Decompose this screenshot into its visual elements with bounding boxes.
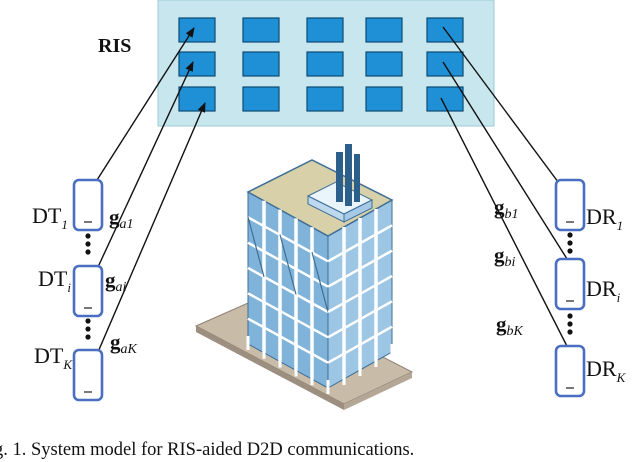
building-icon (194, 144, 414, 410)
figure-caption: g. 1. System model for RIS-aided D2D com… (0, 440, 414, 460)
rooftop-unit-side (343, 199, 373, 223)
channel-label-bk: gbK (496, 312, 524, 339)
rx-label-k: DRK (586, 356, 627, 385)
devices (72, 178, 586, 402)
ris-element (365, 51, 403, 77)
building-plaza-edge (344, 372, 412, 410)
ellipsis-dot (85, 318, 91, 324)
channel-label-b1: gb1 (494, 195, 519, 222)
building-floor-line (327, 249, 393, 288)
ellipsis-dot (567, 232, 573, 238)
ris-element (178, 86, 216, 112)
building-floor-line (247, 266, 329, 314)
channel-arrow (97, 61, 194, 268)
tx-phone-k-icon (72, 348, 104, 402)
ellipsis-dot (85, 334, 91, 340)
ellipsis-dot (567, 240, 573, 246)
tx-label-1: DT1 (32, 203, 68, 232)
building-floor-line (327, 325, 393, 364)
channel-label-bi: gbi (494, 243, 516, 270)
building-plaza-edge (196, 326, 344, 410)
ris-element (306, 51, 344, 77)
channel-arrow (96, 27, 195, 181)
channel-label-ak: gaK (110, 330, 138, 357)
building-floor-line (247, 317, 329, 364)
ris-element (365, 86, 403, 112)
ris-element (306, 17, 344, 43)
ellipsis-dot (567, 248, 573, 254)
ris-element (306, 86, 344, 112)
channel-label-ai: gai (105, 268, 127, 295)
tx-label-k: DTK (34, 343, 73, 372)
rx-phone-1-icon (554, 178, 586, 232)
building-floor-line (327, 224, 393, 263)
building-floor-line (247, 216, 329, 263)
building-brace (247, 216, 265, 277)
ellipsis-dots (85, 232, 573, 340)
ellipsis-dot (567, 321, 573, 327)
channel-arrow (440, 97, 574, 359)
ris-element (242, 51, 280, 77)
channel-arrow (442, 61, 575, 271)
ris-element (242, 17, 280, 43)
ellipsis-dot (85, 326, 91, 332)
building-brace (311, 252, 329, 313)
ris-element (178, 17, 216, 43)
ellipsis-dot (85, 249, 91, 255)
ellipsis-dot (567, 329, 573, 335)
ris-element (365, 17, 403, 43)
tx-label-i: DTi (38, 266, 71, 295)
ris-element (178, 51, 216, 77)
ellipsis-dot (85, 241, 91, 247)
channel-arrow (97, 102, 206, 353)
building-floor-line (247, 292, 329, 339)
ris-label: RIS (98, 35, 131, 57)
rx-label-i: DRi (586, 276, 621, 305)
tx-phone-i-icon (72, 264, 104, 318)
building-floor-line (327, 300, 393, 339)
rx-phone-k-icon (554, 344, 586, 398)
building-floor-line (327, 274, 393, 314)
rooftop-antenna (336, 144, 360, 206)
rx-label-1: DR1 (586, 204, 623, 233)
ellipsis-dot (567, 313, 573, 319)
building-frame (246, 200, 394, 394)
rx-phone-i-icon (554, 257, 586, 311)
channel-arrows (96, 26, 575, 359)
channel-label-a1: ga1 (109, 205, 134, 232)
building-brace (279, 234, 297, 295)
tx-phone-1-icon (72, 178, 104, 232)
channel-arrow (442, 26, 568, 195)
ellipsis-dot (85, 233, 91, 239)
ris-element (242, 86, 280, 112)
